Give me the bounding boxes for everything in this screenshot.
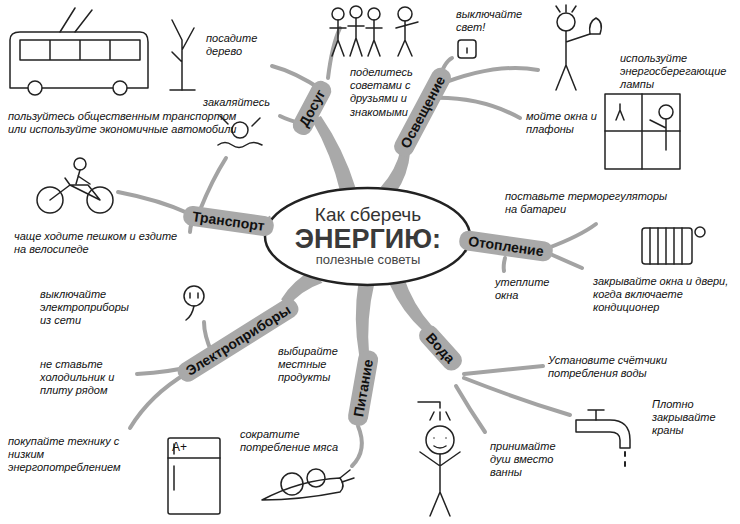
branch-connector — [312, 116, 356, 194]
tip-label: принимайте душ вместо ванны — [490, 440, 564, 480]
tree-icon — [170, 20, 195, 90]
tip-label: покупайте технику с низким энергопотребл… — [8, 435, 124, 475]
tip-label: Плотно закрывайте краны — [652, 398, 732, 438]
branch-label: Питание — [347, 349, 380, 427]
tip-label: поделитесь советами с друзьями и знакомы… — [350, 66, 422, 119]
fork — [504, 258, 505, 271]
tip-label: выключайте свет! — [456, 8, 520, 34]
fork — [118, 192, 190, 214]
tip-label: выбирайте местные продукты — [278, 345, 348, 385]
tip-label: Установите счётчики потребления воды — [548, 354, 680, 380]
center-text: полезные советы — [316, 253, 421, 267]
fork — [548, 253, 582, 268]
fork — [430, 98, 520, 118]
bus-icon — [10, 8, 148, 95]
tip-label: мойте окна и плафоны — [526, 110, 608, 136]
tip-label: утеплите окна — [495, 276, 557, 302]
fork — [464, 366, 543, 374]
tip-label: посадите дерево — [206, 32, 270, 58]
radiator-icon — [642, 227, 705, 264]
tip-label: не ставьте холодильник и плиту рядом — [40, 358, 136, 398]
center-text: Как сберечь — [315, 205, 421, 225]
tip-label: используйте энергосберегающие лампы — [620, 52, 732, 92]
fork — [130, 373, 187, 428]
center-ellipse: Как сберечьЭНЕРГИЮ:полезные советы — [263, 186, 472, 287]
branch-text: Отопление — [467, 233, 544, 259]
shower-icon — [418, 402, 460, 516]
tip-label: сократите потребление мяса — [240, 428, 358, 454]
branch-label: Транспорт — [182, 205, 275, 237]
tip-label: пользуйтесь общественным транспортом или… — [8, 110, 253, 136]
fork-branches — [118, 28, 596, 466]
tip-label: закрывайте окна и двери, когда включаете… — [593, 275, 735, 315]
fork — [548, 224, 596, 248]
branch-text: Транспорт — [191, 208, 265, 234]
fridge-icon — [168, 438, 220, 514]
ellipse-shape — [265, 188, 470, 285]
vegetables-icon — [262, 469, 354, 500]
window-icon — [605, 94, 680, 169]
tip-label: поставьте терморегуляторы на батареи — [505, 190, 670, 216]
bike-icon — [37, 158, 113, 213]
faucet-icon — [576, 410, 630, 466]
lamp-man-icon — [556, 5, 601, 90]
tip-label: закаляйтесь — [203, 96, 275, 109]
fork — [464, 378, 570, 415]
people-icon — [330, 6, 418, 56]
branch-connector — [390, 276, 432, 331]
fork — [456, 386, 485, 432]
branch-label: Вода — [415, 322, 465, 375]
fork — [200, 158, 226, 210]
branch-connector — [356, 282, 375, 355]
branch-text: Электроприборы — [183, 301, 294, 378]
tip-label: чаще ходите пешком и ездите на велосипед… — [14, 230, 182, 256]
branch-text: Вода — [422, 330, 457, 367]
fork — [352, 426, 362, 466]
tip-label: A+ — [172, 440, 202, 454]
center-text: ЭНЕРГИЮ: — [295, 225, 441, 253]
branch-text: Питание — [350, 358, 376, 418]
tip-label: выключайте электроприборы из сети — [40, 288, 136, 328]
switch-icon — [458, 40, 476, 58]
plug-icon — [184, 286, 204, 320]
